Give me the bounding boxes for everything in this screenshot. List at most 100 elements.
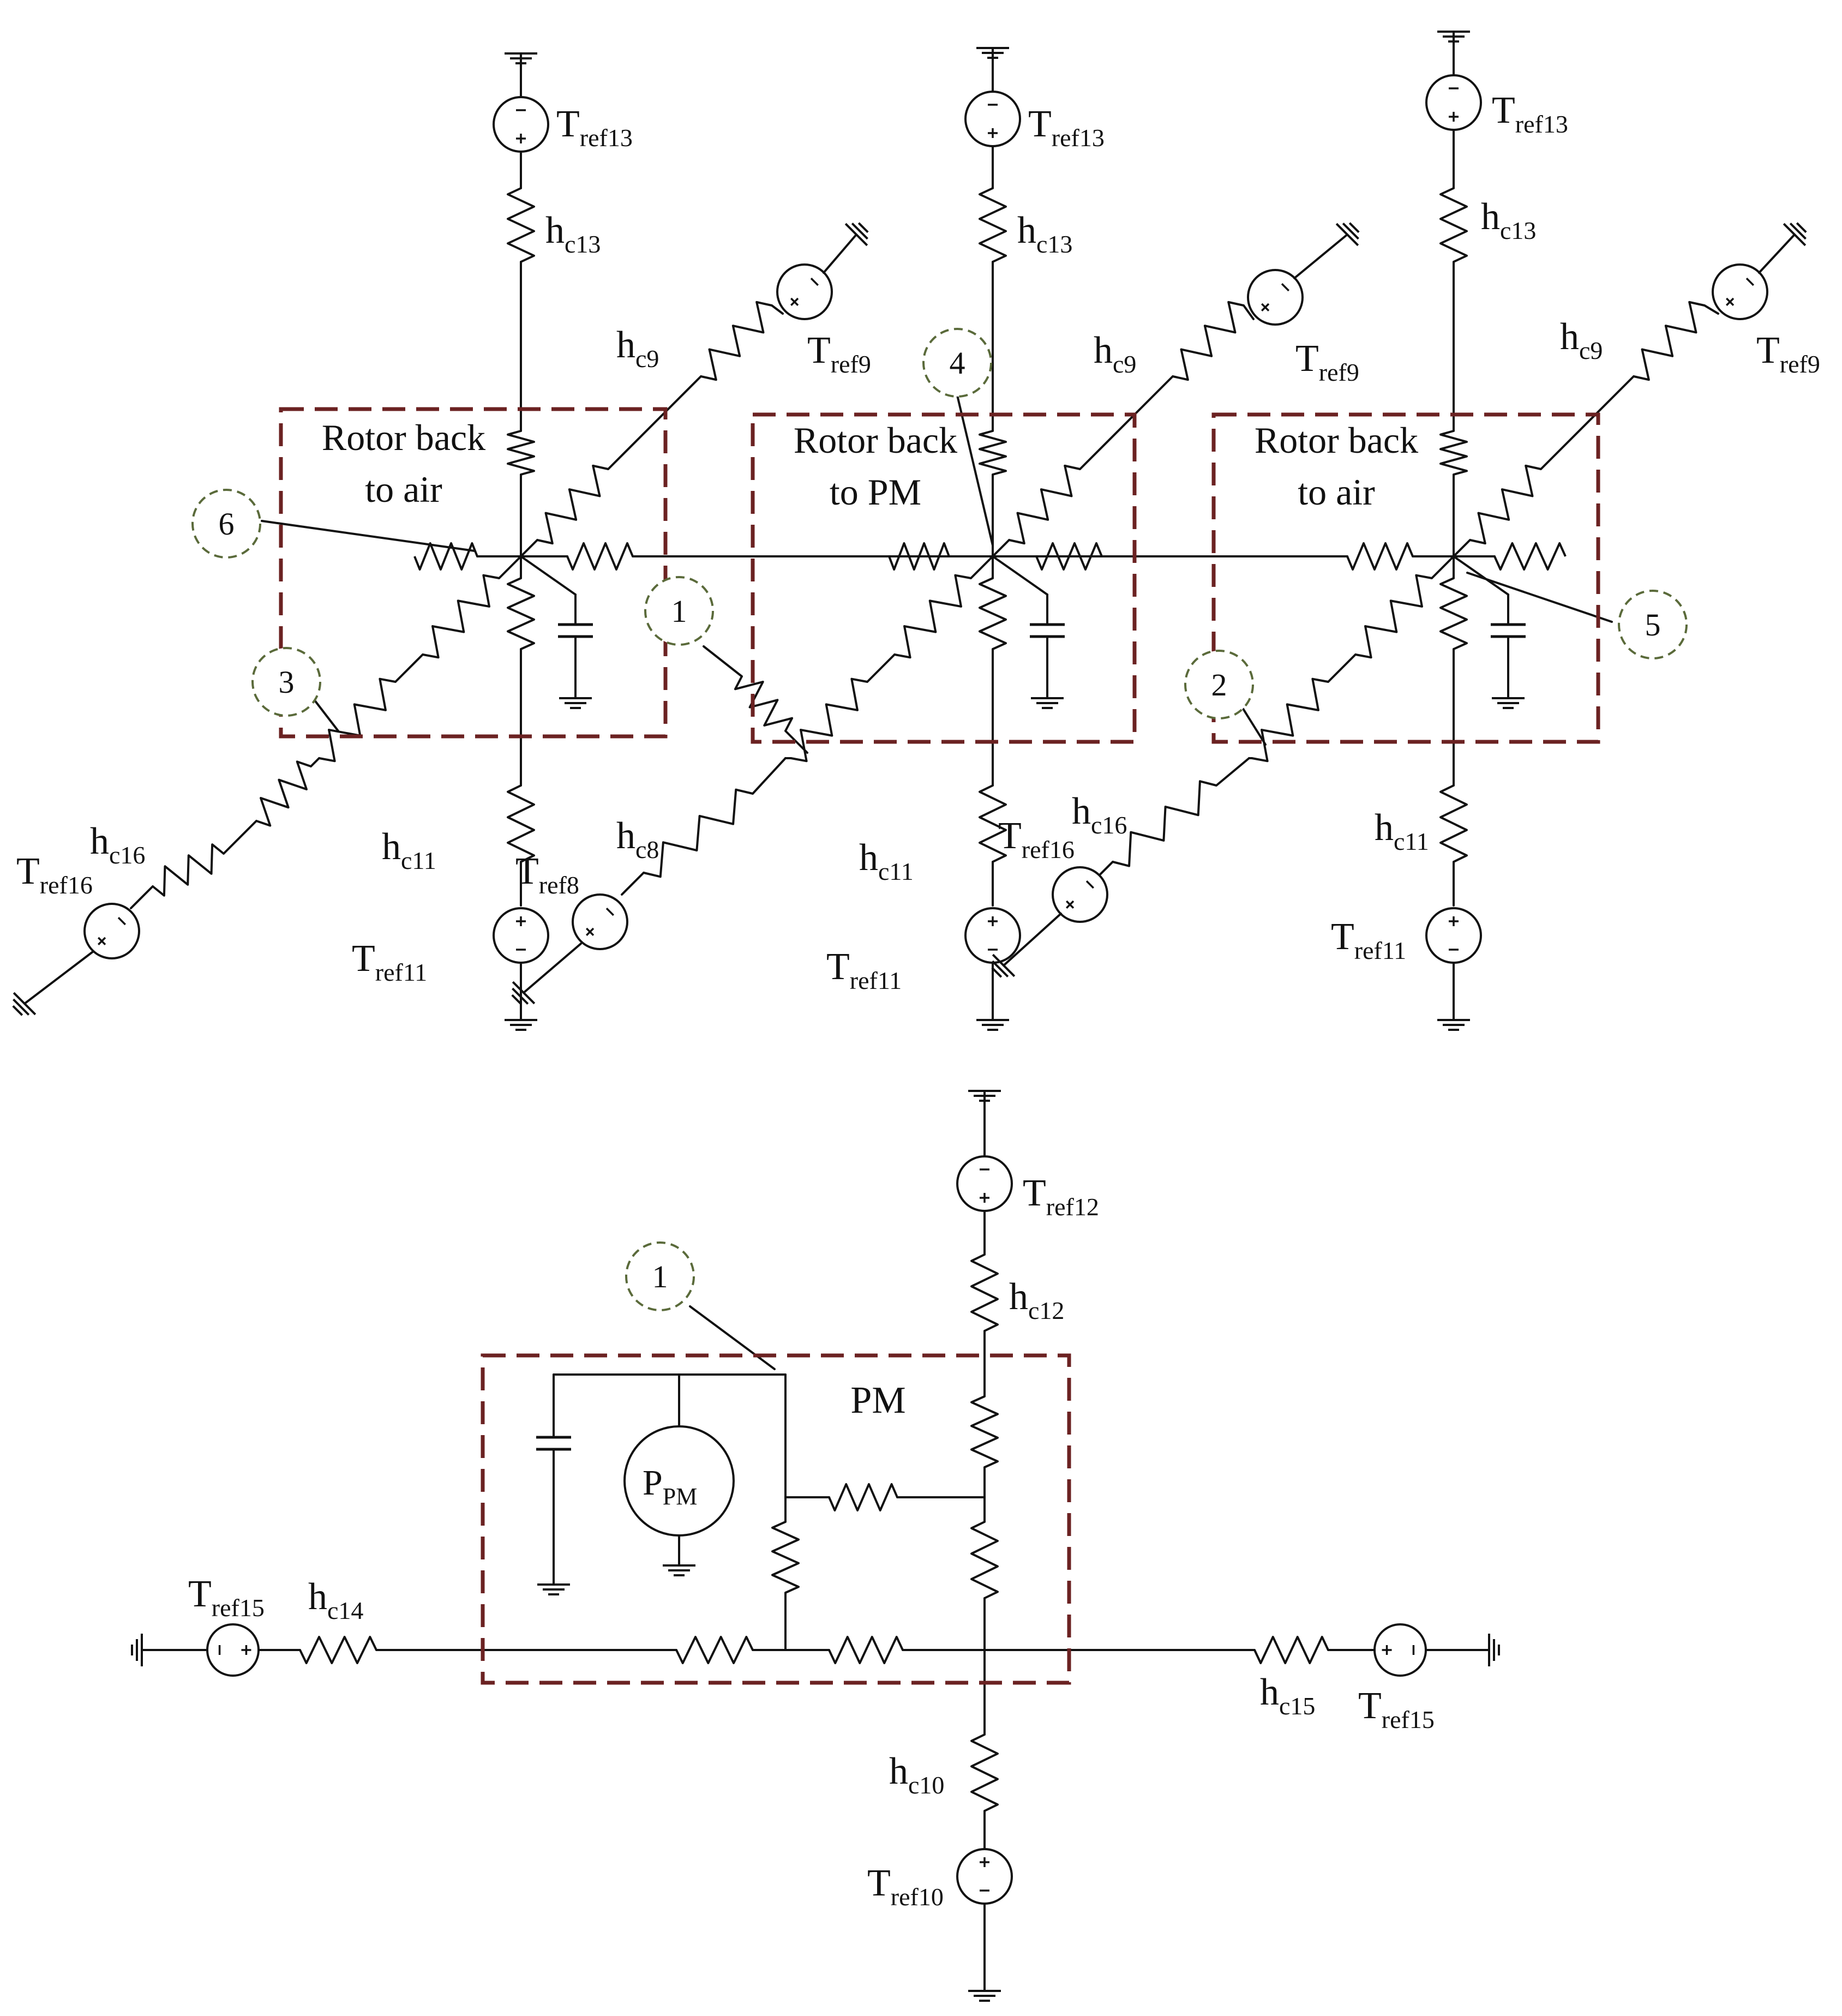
ground-bar bbox=[13, 992, 37, 1016]
resistor-hc11 bbox=[507, 784, 535, 863]
wire bbox=[621, 872, 645, 896]
ground-cap-icon bbox=[559, 697, 592, 709]
resistor-pm-upper bbox=[970, 1395, 999, 1468]
ground-left-icon bbox=[131, 1634, 143, 1666]
wire-diag-long bbox=[607, 375, 702, 470]
block-rotor-back-to-pm bbox=[751, 412, 1137, 744]
wire-diag bbox=[1327, 653, 1357, 683]
source-ref13-icon bbox=[964, 91, 1021, 147]
sign-minus bbox=[1281, 283, 1289, 292]
ground-bar bbox=[13, 998, 30, 1016]
resistor-pm-lower bbox=[970, 1521, 999, 1599]
sign-minus bbox=[1085, 880, 1094, 889]
ground-bar bbox=[511, 994, 523, 1005]
wire bbox=[1215, 757, 1250, 787]
resistor-inner-down bbox=[979, 577, 1007, 650]
label-ppm: PPM bbox=[643, 1463, 697, 1510]
marker-number: 1 bbox=[652, 1259, 668, 1294]
label-b_ref12: Tref12 bbox=[1023, 1172, 1099, 1221]
ground-bottom-icon bbox=[976, 1019, 1009, 1031]
ground-bar bbox=[992, 953, 1016, 977]
resistor-marker1 bbox=[734, 676, 794, 731]
wire-diag bbox=[992, 539, 1010, 557]
leader-3 bbox=[310, 694, 339, 732]
label-t2_hc11: hc11 bbox=[859, 837, 914, 885]
ground-diag-icon bbox=[12, 992, 37, 1016]
wire-diag bbox=[866, 653, 896, 683]
ground-bottom-icon bbox=[968, 1990, 1001, 2002]
label-b_hc12: hc12 bbox=[1009, 1276, 1064, 1324]
source-ref16-icon bbox=[83, 903, 140, 959]
block2-title-line1: Rotor back bbox=[794, 419, 957, 461]
sign-plus bbox=[1726, 297, 1735, 306]
node-marker-1-bottom: 1 bbox=[625, 1241, 695, 1311]
sign-minus bbox=[810, 278, 819, 286]
capacitor-icon bbox=[536, 1436, 571, 1451]
ground-top-icon bbox=[505, 52, 537, 64]
label-t3_hc13: hc13 bbox=[1481, 196, 1536, 244]
label-t1_hc16: hc16 bbox=[90, 820, 145, 869]
ground-bar bbox=[1335, 223, 1359, 247]
ground-diag-icon bbox=[844, 222, 869, 247]
resistor-left-n3 bbox=[1346, 542, 1414, 571]
wire bbox=[784, 730, 808, 754]
wire-diag-long bbox=[1540, 375, 1635, 470]
ground-bottom-icon bbox=[505, 1019, 537, 1031]
label-t1_hc11: hc11 bbox=[382, 826, 436, 874]
marker-number: 3 bbox=[279, 664, 295, 700]
marker-number: 6 bbox=[219, 506, 235, 542]
resistor-hc12 bbox=[970, 1253, 999, 1332]
block3-title-line2: to air bbox=[1298, 471, 1375, 513]
marker-number: 1 bbox=[671, 593, 687, 629]
leader-1-bottom bbox=[689, 1305, 776, 1370]
block-pm-title: PM bbox=[850, 1379, 905, 1421]
wire bbox=[223, 820, 257, 855]
label-b_ref15_left: Tref15 bbox=[188, 1573, 265, 1622]
label-t2_ref16: Tref16 bbox=[998, 815, 1075, 863]
resistor-pm-mid bbox=[828, 1483, 898, 1511]
sign-minus bbox=[1745, 278, 1754, 286]
resistor-diag-up bbox=[537, 464, 609, 545]
node-marker-3: 3 bbox=[251, 647, 321, 717]
wire-cap bbox=[520, 555, 577, 596]
resistor-left-n1 bbox=[413, 542, 478, 571]
ground-bar bbox=[512, 981, 536, 1005]
wire-to-ground bbox=[523, 943, 582, 994]
wire bbox=[752, 757, 787, 795]
marker-circle bbox=[191, 489, 261, 559]
wire-diag bbox=[1431, 555, 1455, 579]
label-t3_ref13: Tref13 bbox=[1492, 89, 1568, 138]
ground-diag-icon bbox=[1335, 222, 1360, 247]
label-t1_ref9: Tref9 bbox=[807, 329, 871, 378]
source-ref13-icon bbox=[1425, 74, 1482, 131]
source-ref11-icon bbox=[964, 907, 1021, 964]
label-t2_hc13: hc13 bbox=[1017, 209, 1072, 258]
leader-6 bbox=[261, 520, 476, 552]
resistor-hc8 bbox=[643, 788, 753, 878]
block1-title-line2: to air bbox=[365, 469, 442, 510]
wire-cap bbox=[992, 555, 1048, 596]
resistor-inner-up bbox=[507, 430, 535, 476]
resistor-hc13 bbox=[979, 187, 1007, 263]
source-ref11-icon bbox=[1425, 907, 1482, 964]
resistor-hc10 bbox=[970, 1733, 999, 1812]
ground-bar bbox=[1348, 222, 1360, 233]
ground-bar bbox=[1789, 223, 1807, 240]
resistor-left-n2 bbox=[888, 542, 950, 571]
ground-bar bbox=[857, 222, 869, 233]
wire-marker bbox=[703, 645, 743, 677]
wire-diag bbox=[394, 653, 424, 683]
resistor-pm-bottom-left bbox=[675, 1636, 754, 1664]
sign-minus bbox=[605, 908, 614, 916]
ground-cap-icon bbox=[1031, 697, 1064, 709]
source-ref12-icon bbox=[956, 1155, 1013, 1212]
resistor-hc13 bbox=[1439, 187, 1468, 263]
wire-diag bbox=[498, 555, 522, 579]
resistor-hc16-left-2 bbox=[152, 843, 225, 897]
wire-diag-long bbox=[310, 757, 320, 767]
resistor-pm-left bbox=[771, 1521, 800, 1594]
resistor-hc9 bbox=[1172, 301, 1244, 381]
wire-cap bbox=[1453, 555, 1509, 596]
resistor-inner-down bbox=[1439, 577, 1468, 650]
ground-top-icon bbox=[1437, 31, 1470, 43]
